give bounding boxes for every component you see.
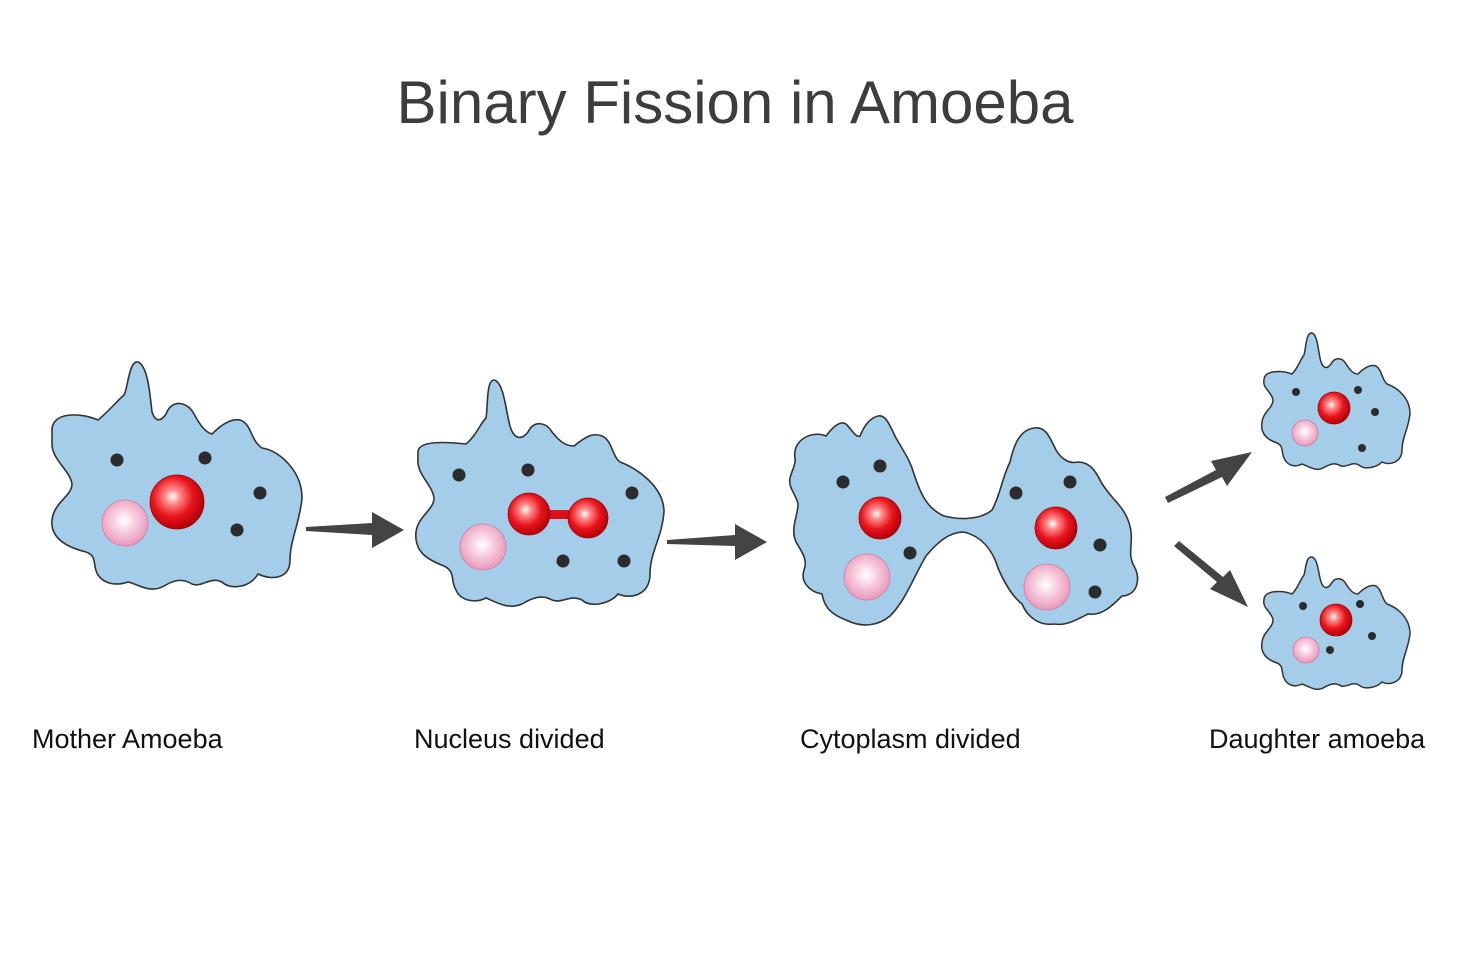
granule — [1088, 585, 1102, 599]
granule — [1371, 408, 1379, 416]
daughter-amoeba-upper — [1260, 332, 1411, 471]
granule — [873, 459, 887, 473]
granule — [556, 554, 570, 568]
stage-label-mother: Mother Amoeba — [32, 724, 224, 754]
granule — [1009, 486, 1023, 500]
nucleus — [1317, 391, 1351, 425]
granule — [836, 475, 850, 489]
granule — [452, 468, 466, 482]
cytoplasm-divided-amoeba — [788, 415, 1139, 626]
granule — [1358, 444, 1366, 452]
granule — [253, 486, 267, 500]
contractile-vacuole — [459, 523, 507, 571]
granule — [625, 486, 639, 500]
granule — [1292, 388, 1300, 396]
granule — [903, 546, 917, 560]
contractile-vacuole — [1291, 419, 1319, 447]
nucleus — [149, 474, 205, 530]
contractile-vacuole — [101, 499, 149, 547]
granule — [1093, 538, 1107, 552]
granule — [1299, 602, 1307, 610]
granule — [617, 554, 631, 568]
diagram-title: Binary Fission in Amoeba — [396, 69, 1074, 136]
nucleus-bridge — [540, 510, 570, 519]
granule — [198, 451, 212, 465]
contractile-vacuole — [843, 553, 891, 601]
arrow-to-lower-daughter — [1174, 541, 1248, 607]
nucleus — [1319, 603, 1353, 637]
granule — [1326, 646, 1334, 654]
granule — [1063, 475, 1077, 489]
nucleus-left — [507, 492, 551, 536]
granule — [1354, 386, 1362, 394]
dividing-cytoplasm — [788, 415, 1139, 626]
contractile-vacuole — [1292, 636, 1320, 664]
nucleus-right — [1034, 506, 1078, 550]
granule — [1356, 600, 1364, 608]
arrow-to-cytoplasm-division — [667, 524, 767, 560]
stage-label-nucleus-divided: Nucleus divided — [414, 724, 605, 754]
contractile-vacuole — [1023, 563, 1071, 611]
nucleus-divided-amoeba — [415, 379, 665, 607]
stage-label-cytoplasm-divided: Cytoplasm divided — [800, 724, 1021, 754]
arrow-to-nucleus-division — [306, 512, 404, 548]
granule — [230, 523, 244, 537]
stage-label-daughter: Daughter amoeba — [1209, 724, 1426, 754]
granule — [110, 453, 124, 467]
nucleus-right — [567, 497, 609, 539]
daughter-amoeba-lower — [1260, 556, 1411, 691]
arrow-to-upper-daughter — [1165, 452, 1252, 503]
nucleus-left — [858, 496, 902, 540]
granule — [521, 463, 535, 477]
mother-amoeba — [51, 361, 303, 590]
granule — [1368, 632, 1376, 640]
